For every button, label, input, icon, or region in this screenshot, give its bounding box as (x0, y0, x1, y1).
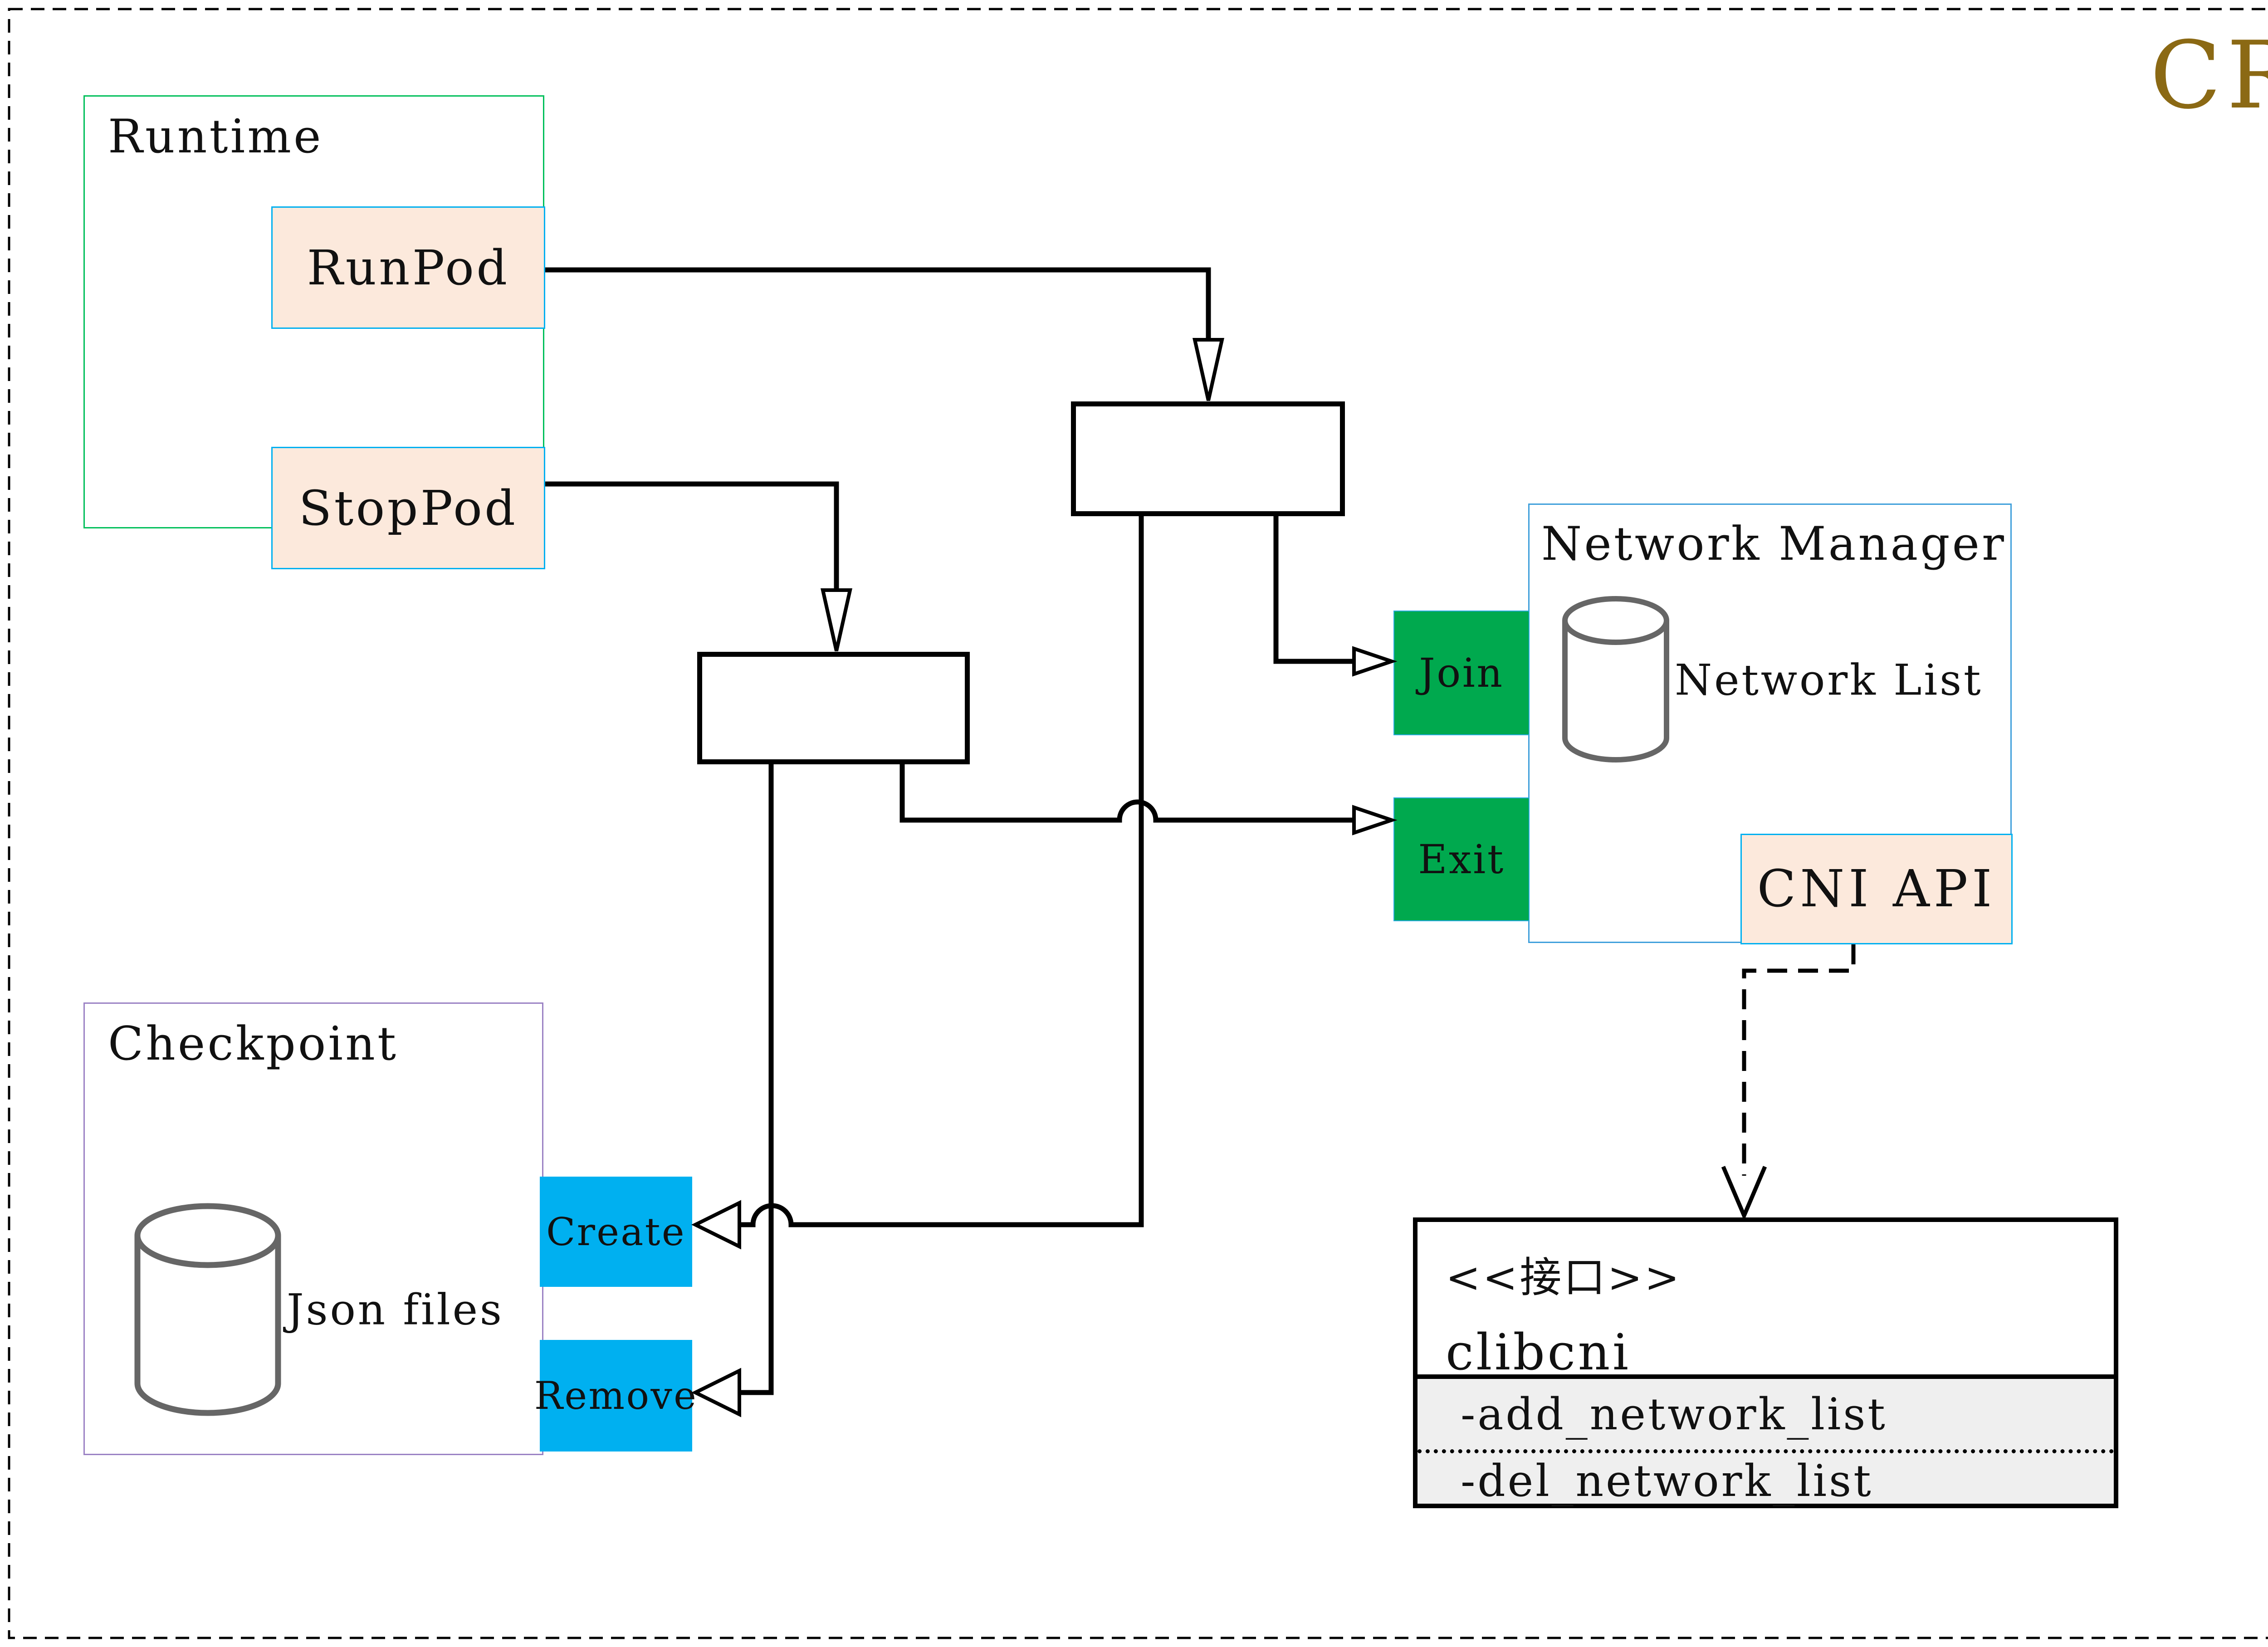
cni-api-label: CNI API (1757, 860, 1996, 919)
checkpoint-title: Checkpoint (108, 1017, 399, 1071)
create-label: Create (546, 1209, 686, 1254)
remove-arrowhead (691, 1368, 741, 1417)
join-arrowhead (1352, 646, 1398, 677)
stoppod-label: StopPod (298, 480, 518, 536)
exit-box: Exit (1393, 797, 1530, 921)
remove-box: Remove (534, 1340, 696, 1452)
network-list-label: Network List (1675, 655, 1983, 705)
relay-to-exit-line (899, 763, 1354, 823)
clibcni-method-add: -add_network_list (1461, 1388, 1887, 1440)
relay-to-remove-line (740, 763, 774, 1395)
stoppod-box: StopPod (271, 447, 545, 569)
network-manager-title: Network Manager (1541, 517, 2006, 571)
clibcni-box: <<接口>> clibcni -add_network_list -del_ne… (1413, 1217, 2118, 1508)
runpod-to-relay-line (545, 267, 1211, 339)
stoppod-to-relay-line (545, 481, 839, 589)
join-label: Join (1419, 650, 1504, 696)
exit-arrowhead (1352, 805, 1398, 836)
create-box: Create (540, 1177, 692, 1287)
stoppod-relay-arrowhead (821, 588, 852, 651)
clibcni-method-row: -add_network_list (1418, 1379, 2114, 1449)
runpod-relay-arrowhead (1193, 338, 1224, 401)
relay-to-create-line (740, 515, 1144, 1227)
relay-rect-runpod (1071, 401, 1345, 516)
cni-api-to-clibcni-dashed-line (1742, 944, 1856, 1176)
json-files-label: Json files (287, 1285, 504, 1335)
cri-watermark: CRI (2150, 22, 2268, 130)
runpod-label: RunPod (307, 239, 510, 296)
relay-to-join-line (1273, 515, 1354, 664)
relay-rect-stoppod (697, 652, 970, 764)
clibcni-method-row: -del_network_list (1418, 1449, 2114, 1508)
clibcni-header-section: <<接口>> clibcni (1418, 1222, 2114, 1381)
clibcni-name: clibcni (1446, 1323, 1631, 1381)
join-box: Join (1393, 611, 1530, 735)
clibcni-stereotype: <<接口>> (1446, 1253, 1681, 1302)
exit-label: Exit (1418, 836, 1505, 883)
runtime-title: Runtime (108, 110, 323, 164)
clibcni-method-del: -del_network_list (1461, 1455, 1873, 1506)
remove-label: Remove (534, 1373, 698, 1418)
runpod-box: RunPod (271, 206, 545, 329)
cni-api-box: CNI API (1740, 834, 2013, 944)
clibcni-open-arrowhead (1721, 1166, 1767, 1221)
create-arrowhead (691, 1200, 741, 1250)
